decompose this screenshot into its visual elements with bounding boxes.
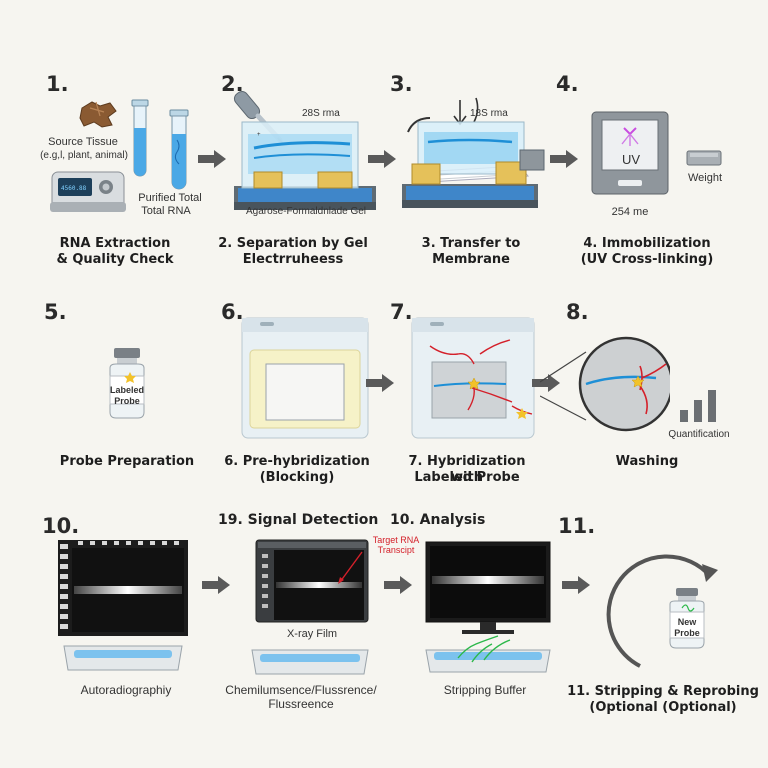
hybridization-bag-blocking-illustration	[240, 316, 370, 442]
wavelength-label: 254 me	[611, 206, 649, 218]
target-rna-callout-1: Target RNA	[372, 535, 420, 545]
vial-label-labeled: Labeled	[110, 385, 145, 395]
arrow-right-icon	[368, 150, 396, 168]
band-18s-label: 18S rma	[470, 108, 508, 119]
signal-detection-heading: 19. Signal Detection	[218, 512, 379, 528]
total-rna-label: Total RNA	[141, 205, 191, 217]
step-number-8: 8.	[566, 300, 589, 324]
arrow-right-icon	[384, 576, 412, 594]
rna-extraction-illustration: 4560.88	[30, 88, 210, 228]
arrow-right-icon	[202, 576, 230, 594]
svg-text:4560.88: 4560.88	[61, 185, 87, 192]
tissue-icon	[79, 101, 117, 128]
svg-text:+: +	[257, 132, 261, 138]
new-probe-label-2: Probe	[674, 628, 700, 638]
uv-crosslinker-illustration	[590, 110, 670, 196]
xray-film-label: X-ray Film	[286, 628, 338, 640]
vial-label-probe: Probe	[114, 396, 140, 406]
step11-title-line2: (Optional (Optional)	[589, 700, 737, 715]
step19-title-line2: Flussreence	[268, 697, 334, 711]
autoradiography-film-illustration	[58, 540, 192, 680]
stripping-buffer-label: Stripping Buffer	[443, 683, 527, 697]
arrow-right-icon	[198, 150, 226, 168]
step1-title-line1: RNA Extraction	[59, 236, 171, 251]
band-28s-label: 28S rma	[302, 108, 340, 119]
step11-title-line1: 11. Stripping & Reprobing	[567, 684, 759, 699]
step-number-7: 7.	[390, 300, 413, 324]
step5-title-line1: Probe Preparation	[59, 454, 195, 469]
step19-title-line1: Chemilumsence/Flussrence/	[225, 683, 377, 697]
reprobing-cycle-illustration	[592, 540, 732, 676]
arrow-right-icon	[366, 374, 394, 392]
step4-title-line1: 4. Immobilization	[583, 236, 711, 251]
gel-label: Agarose-Formaldnlade Gel	[245, 206, 367, 217]
weight-label: Weight	[687, 172, 723, 184]
analysis-heading: 10. Analysis	[390, 512, 486, 528]
arrow-right-icon	[550, 150, 578, 168]
new-probe-label-1: New	[677, 617, 697, 627]
gel-electrophoresis-illustration: +	[232, 86, 380, 226]
labeled-probe-vial-icon	[104, 346, 150, 420]
step-number-5: 5.	[44, 300, 67, 324]
spectrophotometer-icon: 4560.88	[50, 171, 126, 212]
step4-title-line2: (UV Cross-linking)	[580, 252, 714, 267]
source-tissue-sub: (e.g,l, plant, animal)	[40, 150, 128, 161]
step8-title-line1: Washing	[615, 454, 679, 469]
source-tissue-label: Source Tissue	[48, 136, 118, 148]
test-tube-icon	[169, 109, 189, 190]
weight-icon	[686, 150, 722, 166]
quantification-label: Quantification	[668, 429, 730, 440]
step3-title-line1: 3. Transfer to Membrane	[421, 236, 521, 267]
step1-title-line2: & Quality Check	[56, 252, 174, 267]
step-number-2: 2.	[221, 72, 244, 96]
step7-title-line1: 7. Hybridization with	[408, 454, 526, 485]
step6-title-line1: 6. Pre-hybridization	[224, 454, 370, 469]
step10-title: Autoradiographiy	[80, 683, 172, 697]
step-number-1: 1.	[46, 72, 69, 96]
membrane-transfer-illustration	[398, 92, 548, 226]
step6-title-line2: (Blocking)	[259, 470, 335, 485]
uv-label: UV	[621, 152, 641, 167]
target-rna-callout-2: Transcipt	[377, 545, 415, 555]
step-number-6: 6.	[221, 300, 244, 324]
step-number-3: 3.	[390, 72, 413, 96]
new-probe-vial-icon	[669, 588, 705, 649]
step-number-4: 4.	[556, 72, 579, 96]
step7-title-line2: Labeled Probe	[414, 470, 520, 485]
step2-title-line1: 2. Separation by Gel	[218, 236, 368, 251]
washing-magnifier-illustration	[540, 326, 670, 446]
test-tube-icon	[131, 99, 149, 177]
step2-title-line2: Electrruheess	[242, 252, 344, 267]
bar-chart-icon	[678, 388, 720, 424]
step-number-10: 10.	[42, 514, 80, 538]
analysis-monitor-illustration	[418, 538, 558, 684]
signal-detection-illustration	[244, 538, 372, 684]
purified-rna-label: Purified Total	[138, 192, 202, 204]
step-number-11: 11.	[558, 514, 596, 538]
arrow-right-icon	[532, 374, 560, 392]
hybridization-bag-probe-illustration	[410, 316, 536, 442]
arrow-right-icon	[562, 576, 590, 594]
